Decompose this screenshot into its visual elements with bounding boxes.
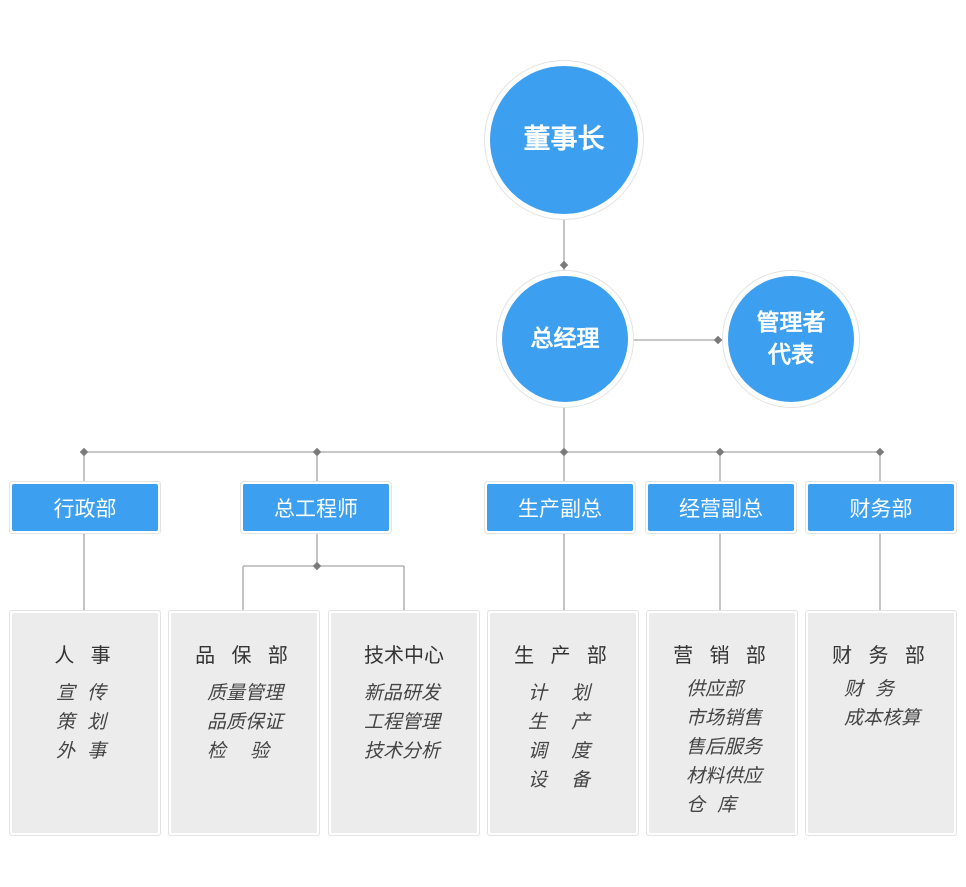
card-title: 生 产 部	[514, 643, 612, 667]
joint-dot	[875, 447, 885, 457]
management-rep-label: 管理者代表	[728, 276, 854, 402]
list-item: 仓 库	[686, 794, 737, 816]
dept-caiwu-label: 财务部	[808, 484, 954, 531]
card-pinbaobu: 品 保 部 质量管理 品质保证 检 验	[168, 610, 320, 836]
dept-xingzheng-label: 行政部	[12, 484, 158, 531]
card-jishuzhongxin: 技术中心 新品研发 工程管理 技术分析	[328, 610, 480, 836]
list-item: 材料供应	[686, 765, 763, 787]
list-item: 外 事	[56, 740, 107, 762]
card-title: 品 保 部	[195, 643, 293, 667]
general-manager-label: 总经理	[502, 276, 628, 402]
card-renshi: 人 事 宣 传 策 划 外 事	[9, 610, 161, 836]
chairman-label: 董事长	[490, 66, 638, 214]
dept-caiwu: 财务部	[805, 481, 957, 534]
joint-dot	[312, 561, 322, 571]
card-title: 技术中心	[364, 643, 444, 667]
joint-dot	[559, 447, 569, 457]
list-item: 技术分析	[364, 740, 441, 762]
card-title: 财 务 部	[832, 643, 930, 667]
card-title: 营 销 部	[673, 643, 771, 667]
list-item: 调 度	[528, 740, 591, 762]
list-item: 质量管理	[207, 682, 284, 704]
card-shengchanbu: 生 产 部 计 划 生 产 调 度 设 备	[487, 610, 639, 836]
list-item: 成本核算	[844, 707, 921, 729]
dept-zonggongchengshi: 总工程师	[240, 481, 392, 534]
list-item: 售后服务	[686, 736, 763, 758]
joint-dot	[312, 447, 322, 457]
list-item: 检 验	[207, 740, 270, 762]
list-item: 工程管理	[364, 711, 441, 733]
joint-dot	[713, 335, 723, 345]
dept-shengchanfuzong: 生产副总	[484, 481, 636, 534]
joint-dot	[559, 260, 569, 270]
card-yingxiaobu: 营 销 部 供应部 市场销售 售后服务 材料供应 仓 库	[646, 610, 798, 836]
list-item: 新品研发	[364, 682, 441, 704]
chairman-node: 董事长	[484, 60, 644, 220]
list-item: 设 备	[528, 769, 591, 791]
list-item: 市场销售	[686, 707, 763, 729]
list-item: 宣 传	[56, 682, 107, 704]
dept-shengchanfuzong-label: 生产副总	[487, 484, 633, 531]
dept-jingyingfuzong: 经营副总	[645, 481, 797, 534]
dept-xingzheng: 行政部	[9, 481, 161, 534]
management-rep-node: 管理者代表	[722, 270, 860, 408]
joint-dot	[79, 447, 89, 457]
dept-zonggongchengshi-label: 总工程师	[243, 484, 389, 531]
dept-jingyingfuzong-label: 经营副总	[648, 484, 794, 531]
card-title: 人 事	[54, 643, 116, 667]
joint-dot	[715, 447, 725, 457]
list-item: 财 务	[844, 678, 895, 700]
list-item: 生 产	[528, 711, 591, 733]
list-item: 计 划	[528, 682, 591, 704]
management-rep-text: 管理者代表	[756, 309, 826, 368]
general-manager-node: 总经理	[496, 270, 634, 408]
list-item: 品质保证	[207, 711, 284, 733]
list-item: 策 划	[56, 711, 107, 733]
card-caiwubu: 财 务 部 财 务 成本核算	[805, 610, 957, 836]
list-item: 供应部	[686, 678, 744, 700]
